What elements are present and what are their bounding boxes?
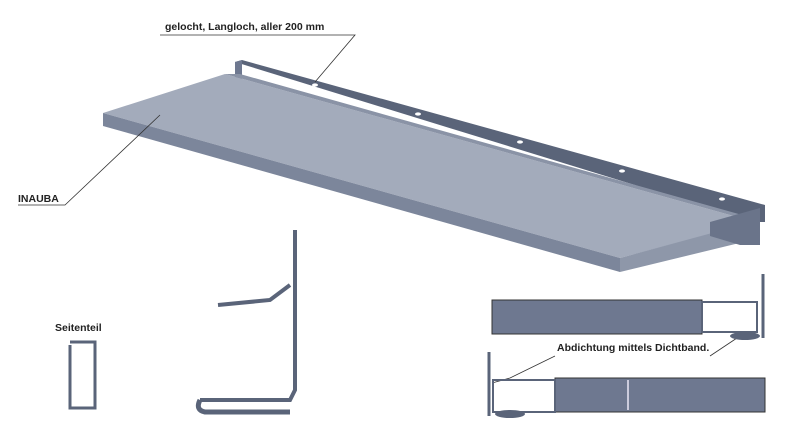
detail-bottom [487, 352, 766, 418]
product-label: INAUBA [18, 193, 59, 205]
sealing-label: Abdichtung mittels Dichtband. [557, 342, 710, 354]
detail-top [491, 274, 765, 340]
side-part-profile [68, 340, 97, 410]
leader-lines [18, 34, 741, 384]
slot-holes [312, 83, 725, 201]
holes-label: gelocht, Langloch, aller 200 mm [165, 21, 325, 33]
window-sill-3d [103, 60, 765, 272]
cross-section-profile [195, 230, 297, 415]
side-part-label: Seitenteil [55, 322, 102, 334]
